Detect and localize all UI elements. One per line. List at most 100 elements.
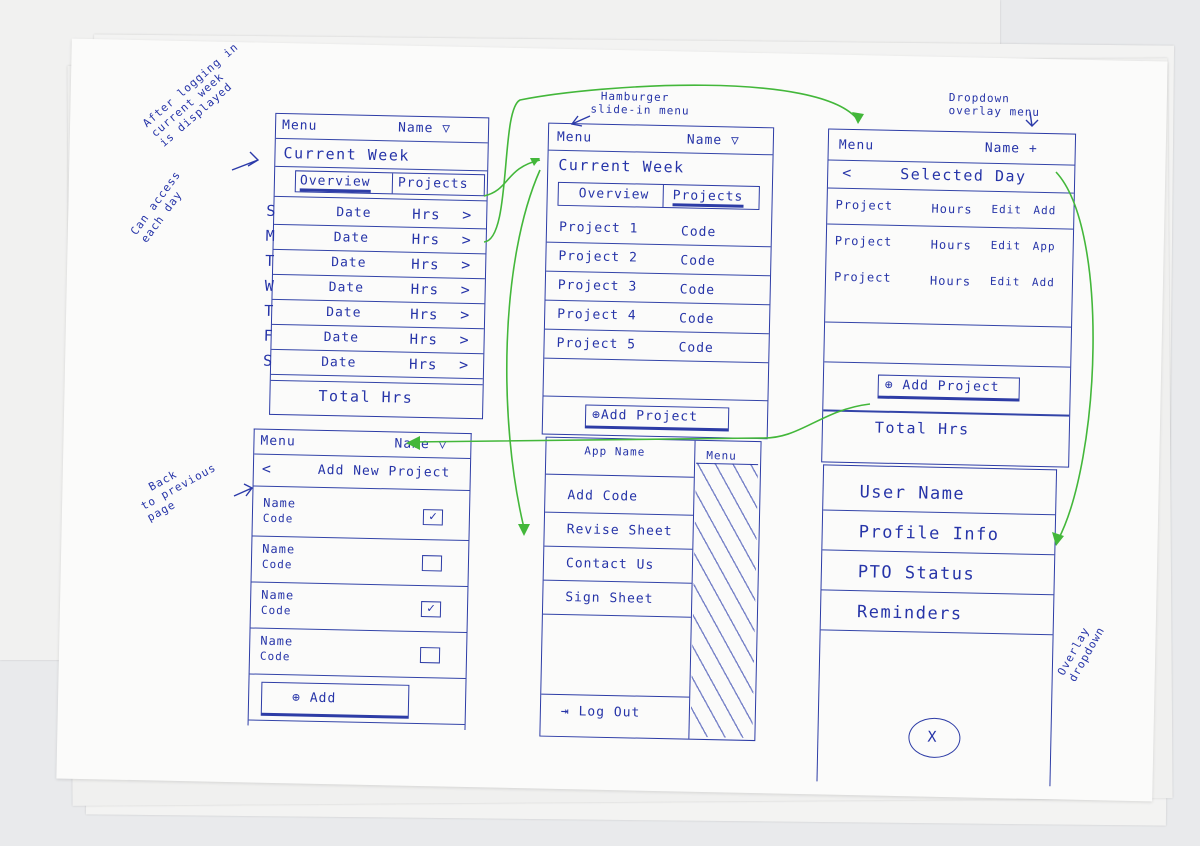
edit-link[interactable]: Edit (991, 202, 1023, 217)
project-code: Code (678, 340, 714, 357)
menu-item[interactable]: Add Code (545, 482, 694, 517)
project-name: Project (834, 233, 893, 249)
checkbox[interactable]: ✓ (420, 601, 442, 618)
menu-item[interactable]: Revise Sheet (544, 516, 693, 551)
back-button[interactable]: < (261, 459, 273, 478)
project-name: Project (835, 197, 894, 213)
row-divider (820, 629, 1053, 636)
overlay-item[interactable]: Profile Info (822, 513, 1055, 556)
option-code: Code (260, 603, 292, 618)
day-date: Date (326, 304, 362, 321)
project-code: Code (678, 311, 715, 328)
chevron-right-icon: > (459, 305, 471, 325)
add-project-button[interactable]: ⊕ Add Project (877, 374, 1020, 402)
menu-item[interactable]: Contact Us (543, 550, 693, 585)
tab-overview[interactable]: Overview (299, 173, 371, 193)
note-after-login: After logging in current week is display… (140, 40, 242, 150)
edit-link[interactable]: Edit (989, 274, 1021, 289)
day-date: Date (320, 354, 357, 371)
chevron-right-icon: > (459, 330, 470, 349)
total-hours: Total Hrs (874, 418, 970, 439)
tab-overview[interactable]: Overview (578, 186, 650, 203)
menu-button[interactable]: Menu (706, 448, 737, 463)
name-dropdown[interactable]: Name + (984, 140, 1038, 157)
hours-row[interactable]: Project Hours Edit Add (827, 193, 1074, 230)
add-button[interactable]: ⊕ Add (260, 681, 410, 719)
add-project-button[interactable]: ⊕Add Project (584, 404, 730, 432)
menu-button[interactable]: Menu (556, 129, 593, 146)
total-hours: Total Hrs (318, 386, 414, 407)
project-hours: Hours (931, 201, 973, 217)
note-access-day: Can access each day (127, 168, 185, 246)
day-hours: Hrs (410, 281, 440, 299)
project-name: Project 5 (556, 335, 637, 353)
option-code: Code (259, 649, 291, 664)
back-button[interactable]: < (842, 163, 853, 182)
project-row[interactable]: Project 5 Code (544, 332, 769, 365)
project-code: Code (680, 253, 716, 270)
app-name: App Name (584, 444, 646, 459)
add-link[interactable]: Add (1033, 203, 1057, 218)
project-name: Project 3 (557, 277, 638, 295)
checkbox[interactable] (421, 555, 443, 572)
overlay-item-label: User Name (859, 482, 966, 505)
note-back: Back to previous page (138, 460, 219, 525)
name-dropdown[interactable]: Name ▽ (686, 132, 740, 149)
option-code: Code (261, 557, 293, 572)
row-divider (270, 373, 483, 380)
day-date: Date (331, 255, 367, 271)
hatched-content (690, 462, 759, 739)
close-button[interactable]: X (908, 717, 961, 759)
overlay-item[interactable]: Reminders (820, 593, 1054, 636)
note-overlay: Overlay dropdown (1054, 624, 1108, 685)
tab-projects[interactable]: Projects (397, 175, 469, 192)
add-link[interactable]: App (1032, 239, 1056, 254)
option-name: Name (260, 633, 294, 649)
tab-bar: Overview Projects (557, 181, 760, 211)
overlay-item[interactable]: User Name (823, 473, 1056, 516)
menu-item-label: Add Code (567, 488, 639, 505)
edit-link[interactable]: Edit (990, 238, 1022, 253)
day-hours: Hrs (412, 206, 441, 224)
logout-button[interactable]: ⇥ Log Out (560, 703, 641, 721)
row-divider (827, 223, 1074, 230)
checkbox[interactable] (419, 647, 441, 664)
menu-item[interactable]: Sign Sheet (542, 584, 692, 619)
option-name: Name (261, 587, 295, 603)
checkbox[interactable]: ✓ (422, 509, 444, 526)
screen-projects: Menu Name ▽ Current Week Overview Projec… (541, 122, 775, 440)
day-date: Date (333, 230, 370, 246)
day-letter: S (266, 201, 277, 220)
project-code: Code (679, 282, 716, 299)
page-title: Selected Day (900, 164, 1027, 186)
menu-button[interactable]: Menu (260, 433, 296, 450)
day-date: Date (323, 329, 360, 346)
name-dropdown[interactable]: Name ▽ (394, 436, 448, 453)
name-dropdown[interactable]: Name ▽ (397, 120, 452, 137)
project-row[interactable]: Project 3 Code (545, 274, 770, 307)
day-letter: W (264, 276, 275, 295)
tab-projects[interactable]: Projects (672, 188, 744, 208)
menu-button[interactable]: Menu (281, 118, 318, 134)
overlay-item[interactable]: PTO Status (821, 553, 1054, 596)
add-link[interactable]: Add (1031, 275, 1055, 290)
day-letter: M (265, 226, 277, 245)
page-title: Add New Project (317, 462, 451, 481)
menu-button[interactable]: Menu (838, 137, 875, 154)
